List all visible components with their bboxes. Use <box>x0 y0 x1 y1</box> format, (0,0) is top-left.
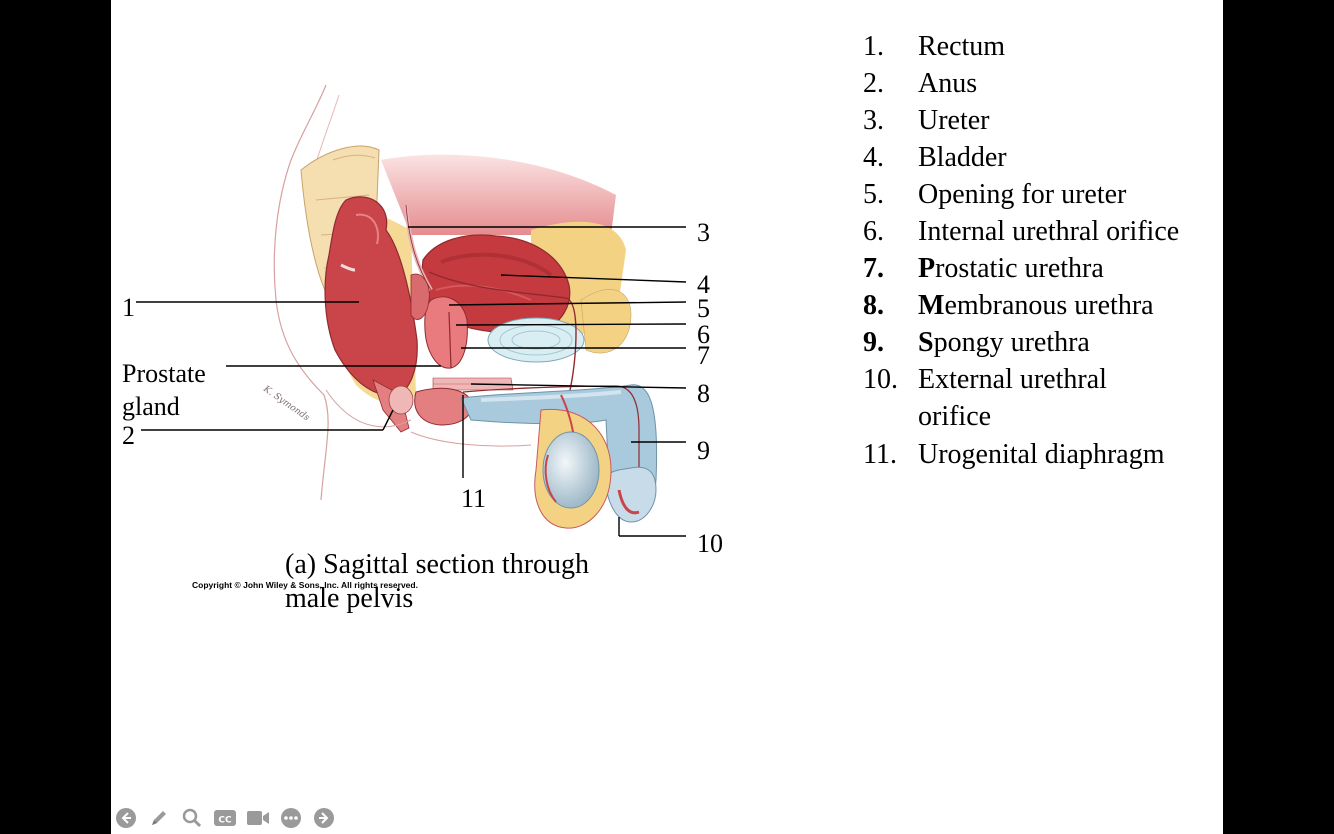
more-icon[interactable] <box>279 806 303 830</box>
legend-text: orifice <box>918 401 991 433</box>
slide: K. Symonds 1 2 3 4 5 6 7 8 9 10 11 Prost… <box>111 0 1223 834</box>
legend-text: Membranous urethra <box>918 290 1154 322</box>
callout-9: 9 <box>697 438 710 464</box>
legend-text: Spongy urethra <box>918 327 1090 359</box>
anatomy-illustration: K. Symonds <box>111 0 831 620</box>
legend-text: Bladder <box>918 142 1007 174</box>
legend-label: Urogenital diaphragm <box>918 439 1164 470</box>
legend-item: 4.Bladder <box>863 139 1223 176</box>
zoom-icon[interactable] <box>180 806 204 830</box>
legend-label: Ureter <box>918 105 990 136</box>
next-icon[interactable] <box>312 806 336 830</box>
artist-signature: K. Symonds <box>260 384 311 424</box>
legend-label: pongy urethra <box>934 327 1090 358</box>
legend-number: 7. <box>863 253 918 285</box>
callout-prostate-line1: Prostate <box>122 361 206 387</box>
legend-number: 5. <box>863 179 918 211</box>
legend-item: 5.Opening for ureter <box>863 176 1223 213</box>
legend-item: 11.Urogenital diaphragm <box>863 436 1223 473</box>
callout-3: 3 <box>697 220 710 246</box>
legend-text: Opening for ureter <box>918 179 1126 211</box>
legend-label: rostatic urethra <box>935 253 1104 284</box>
legend-text: Prostatic urethra <box>918 253 1104 285</box>
legend-label: External urethral <box>918 364 1107 395</box>
legend-label: Anus <box>918 68 977 99</box>
legend-number: 3. <box>863 105 918 137</box>
legend-text: External urethral <box>918 364 1107 396</box>
legend-text: Rectum <box>918 31 1005 63</box>
legend-item: 7.Prostatic urethra <box>863 251 1223 288</box>
legend-item: 10.External urethral <box>863 362 1223 399</box>
legend-initial: M <box>918 290 944 321</box>
callout-1: 1 <box>122 295 135 321</box>
legend-item: 9.Spongy urethra <box>863 325 1223 362</box>
legend-number: 6. <box>863 216 918 248</box>
legend-item: 1.Rectum <box>863 28 1223 65</box>
legend-initial: P <box>918 253 935 284</box>
copyright-notice: Copyright © John Wiley & Sons, Inc. All … <box>192 580 418 590</box>
callout-11: 11 <box>461 486 486 512</box>
callout-8: 8 <box>697 381 710 407</box>
legend-text: Anus <box>918 68 977 100</box>
legend-item: orifice <box>863 399 1223 436</box>
legend-label: Rectum <box>918 31 1005 62</box>
legend-label: Opening for ureter <box>918 179 1126 210</box>
legend-text: Ureter <box>918 105 990 137</box>
legend-label: Bladder <box>918 142 1007 173</box>
callout-prostate-line2: gland <box>122 394 180 420</box>
svg-text:CC: CC <box>218 816 232 826</box>
previous-icon[interactable] <box>114 806 138 830</box>
video-icon[interactable] <box>246 806 270 830</box>
legend-number: 9. <box>863 327 918 359</box>
callout-5: 5 <box>697 296 710 322</box>
callout-7: 7 <box>697 343 710 369</box>
callout-2: 2 <box>122 423 135 449</box>
legend-number: 10. <box>863 364 918 396</box>
legend-number: 11. <box>863 439 918 471</box>
legend-number: 1. <box>863 31 918 63</box>
legend-label: embranous urethra <box>944 290 1153 321</box>
caption-line-1: (a) Sagittal section through <box>285 548 589 582</box>
legend-text: Urogenital diaphragm <box>918 439 1164 471</box>
legend-number: 4. <box>863 142 918 174</box>
legend-initial: S <box>918 327 934 358</box>
legend-number: 2. <box>863 68 918 100</box>
legend-number: 8. <box>863 290 918 322</box>
legend-label: orifice <box>918 401 991 432</box>
legend-item: 8.Membranous urethra <box>863 288 1223 325</box>
legend-item: 2.Anus <box>863 65 1223 102</box>
pen-icon[interactable] <box>147 806 171 830</box>
presentation-toolbar: CC <box>114 806 336 830</box>
legend-item: 6.Internal urethral orifice <box>863 213 1223 250</box>
legend-item: 3.Ureter <box>863 102 1223 139</box>
callout-10: 10 <box>697 531 723 557</box>
captions-icon[interactable]: CC <box>213 806 237 830</box>
legend-label: Internal urethral orifice <box>918 216 1179 247</box>
legend-text: Internal urethral orifice <box>918 216 1179 248</box>
